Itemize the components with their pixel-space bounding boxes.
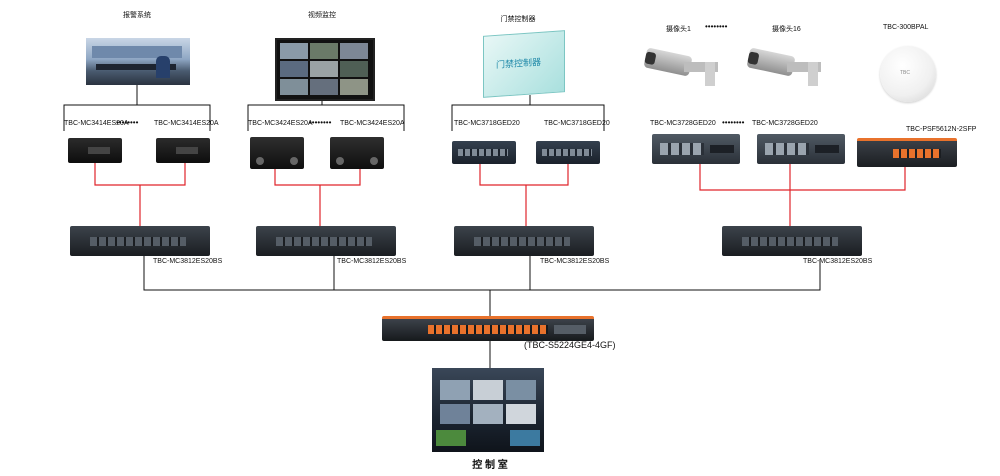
access-converter-right — [536, 141, 600, 164]
alarm-title: 报警系统 — [123, 12, 151, 19]
core-switch — [382, 316, 594, 341]
access-device-right: TBC-MC3718GED20 — [544, 120, 610, 127]
access-device-left: TBC-MC3718GED20 — [454, 120, 520, 127]
camera-device-dots: •••••••• — [722, 118, 745, 127]
aggregator-switch-1 — [70, 226, 210, 256]
camera-device-right: TBC-MC3728GED20 — [752, 120, 818, 127]
video-monitor-screen — [275, 38, 375, 101]
video-converter-left — [250, 137, 304, 169]
control-room-photo — [432, 368, 544, 452]
red-link-access — [479, 164, 569, 186]
alarm-device-right: TBC-MC3414ES20A — [154, 120, 219, 127]
ap-poe-switch — [857, 138, 957, 167]
aggregator-label-4: TBC-MC3812ES20BS — [803, 258, 873, 265]
video-device-right: TBC-MC3424ES20A — [340, 120, 405, 127]
bracket-video — [247, 104, 405, 131]
ap-device: TBC — [880, 46, 936, 102]
video-device-left: TBC-MC3424ES20A — [248, 120, 313, 127]
control-room-label: 控 制 室 — [472, 460, 508, 471]
bracket-access — [451, 104, 605, 131]
core-switch-label: (TBC-S5224GE4-4GF) — [524, 340, 616, 350]
alarm-room-photo — [86, 38, 190, 85]
access-converter-left — [452, 141, 516, 164]
aggregator-switch-2 — [256, 226, 396, 256]
camera1-mount — [684, 62, 718, 72]
access-controller-box: 门禁控制器 — [483, 30, 565, 98]
aggregator-switch-4 — [722, 226, 862, 256]
access-title: 门禁控制器 — [500, 16, 536, 23]
camera16-mount — [787, 62, 821, 72]
alarm-device-left: TBC-MC3414ES20A — [64, 120, 129, 127]
aggregator-label-1: TBC-MC3812ES20BS — [153, 258, 223, 265]
red-link-cameras — [699, 164, 906, 191]
red-link-video — [274, 169, 361, 186]
camera1-pole — [705, 62, 715, 86]
alarm-converter-right — [156, 138, 210, 163]
trunk-bus — [143, 256, 821, 291]
camera1-label: 摄像头1 — [666, 26, 691, 33]
aggregator-label-2: TBC-MC3812ES20BS — [337, 258, 407, 265]
aggregator-label-3: TBC-MC3812ES20BS — [540, 258, 610, 265]
red-link-alarm — [94, 162, 186, 186]
video-converter-right — [330, 137, 384, 169]
camera-converter-right — [757, 134, 845, 164]
alarm-dots: •••••••• — [116, 118, 139, 127]
access-panel-text: 门禁控制器 — [496, 56, 542, 70]
camera-converter-left — [652, 134, 740, 164]
camera16-label: 摄像头16 — [772, 26, 801, 33]
camera16-pole — [808, 62, 818, 86]
aggregator-switch-3 — [454, 226, 594, 256]
ap-title: TBC-300BPAL — [883, 24, 929, 31]
camera-dots: •••••••• — [705, 22, 728, 31]
alarm-converter-left — [68, 138, 122, 163]
video-title: 视频监控 — [308, 12, 336, 19]
camera-device-left: TBC-MC3728GED20 — [650, 120, 716, 127]
ap-switch-label: TBC-PSF5612N-2SFP — [906, 126, 977, 133]
video-dots: •••••••• — [309, 118, 332, 127]
